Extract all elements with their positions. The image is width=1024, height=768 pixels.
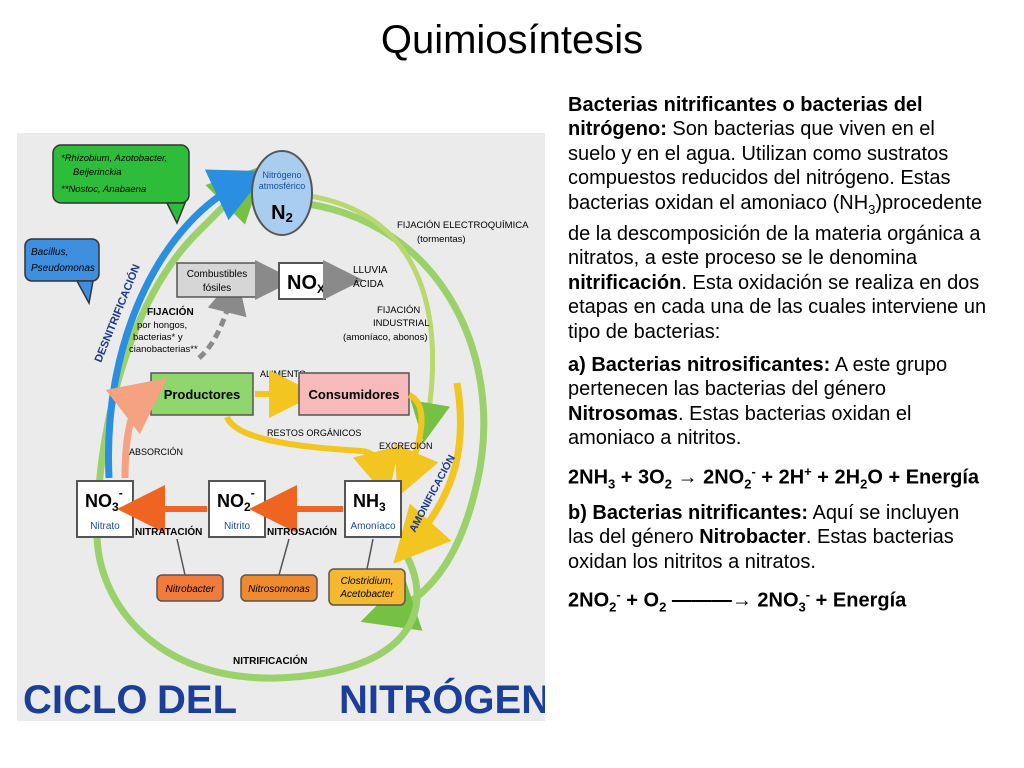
body-text: Bacterias nitrificantes o bacterias del … bbox=[568, 93, 988, 629]
no2-sup: - bbox=[251, 486, 255, 500]
clostridium-2: Acetobacter bbox=[339, 589, 394, 600]
excrecion-label: EXCRECIÓN bbox=[379, 441, 433, 451]
ciclo-title-2: DEL bbox=[157, 678, 237, 721]
restos-label: RESTOS ORGÁNICOS bbox=[267, 428, 361, 438]
no3-formula: NO bbox=[85, 491, 112, 511]
nitrogen-cycle-diagram: Nitrógeno atmosférico N2 *Rhizobium, Azo… bbox=[17, 133, 581, 722]
nh3-label: Amoníaco bbox=[350, 521, 395, 532]
nitrosacion-label: NITROSACIÓN bbox=[267, 525, 337, 538]
consumidores-box bbox=[298, 372, 410, 416]
paragraph-nitrosificantes: a) Bacterias nitrosificantes: A este gru… bbox=[568, 354, 948, 450]
fijacion-gray-arrow bbox=[197, 273, 247, 360]
no3-sup: - bbox=[119, 486, 123, 500]
svg-text:NOX: NOX bbox=[287, 272, 325, 296]
combustibles-2: fósiles bbox=[203, 283, 231, 294]
no2-sub: 2 bbox=[244, 500, 251, 514]
equation-1: 2NH3 + 3O2 → 2NO2- + 2H+ + 2H2O + Energí… bbox=[568, 463, 980, 492]
fij-electro-1: FIJACIÓN ELECTROQUÍMICA bbox=[397, 220, 529, 231]
fijacion-3: bacterias* y bbox=[133, 332, 183, 343]
green-note-1: *Rhizobium, Azotobacter, bbox=[61, 153, 167, 164]
n2-sub: 2 bbox=[286, 210, 293, 225]
no2-label: Nitrito bbox=[224, 521, 251, 532]
equation-2: 2NO2- + O2 ———→ 2NO3- + Energía bbox=[568, 586, 907, 615]
no3-sub: 3 bbox=[112, 500, 119, 514]
lluvia-2: ÁCIDA bbox=[353, 277, 384, 290]
nox-formula: NO bbox=[287, 272, 317, 294]
svg-text:NH3: NH3 bbox=[353, 491, 386, 514]
absorcion-label: ABSORCIÓN bbox=[129, 447, 183, 457]
fij-electro-2: (tormentas) bbox=[417, 234, 466, 245]
slide-title: Quimiosíntesis bbox=[380, 18, 644, 62]
nh3-formula: NH bbox=[353, 491, 379, 511]
no3-label: Nitrato bbox=[90, 521, 120, 532]
fij-ind-1: FIJACIÓN bbox=[377, 305, 420, 316]
nitrobacter-box bbox=[156, 574, 224, 602]
no2-formula: NO bbox=[217, 491, 244, 511]
amonificacion-arrow bbox=[393, 382, 465, 564]
n2-formula: N bbox=[271, 202, 285, 224]
fij-ind-3: (amoníaco, abonos) bbox=[343, 332, 428, 343]
green-note-2: Beijerinckia bbox=[73, 167, 122, 178]
fijacion-1: FIJACIÓN bbox=[147, 305, 194, 318]
nh3-sub: 3 bbox=[379, 500, 386, 514]
svg-text:N2: N2 bbox=[271, 202, 293, 225]
productores-label: Productores bbox=[164, 387, 241, 402]
nox-sub: X bbox=[317, 282, 325, 296]
fijacion-2: por hongos, bbox=[137, 320, 187, 331]
consumidores-label: Consumidores bbox=[308, 387, 399, 402]
blue-note-2: Pseudomonas bbox=[31, 263, 95, 274]
ciclo-title-1: CICLO bbox=[23, 678, 147, 721]
combustibles-1: Combustibles bbox=[187, 269, 248, 280]
combustibles-box bbox=[176, 262, 258, 298]
paragraph-intro: Bacterias nitrificantes o bacterias del … bbox=[568, 94, 987, 343]
fijacion-4: cianobacterias** bbox=[129, 344, 198, 355]
n2-label-1: Nitrógeno bbox=[262, 170, 301, 180]
paragraph-nitrificantes: b) Bacterias nitrificantes: Aquí se incl… bbox=[568, 501, 960, 573]
nitratacion-label: NITRATACIÓN bbox=[135, 525, 202, 538]
blue-note bbox=[24, 238, 100, 282]
ciclo-title-3: NITRÓGENO bbox=[339, 676, 545, 721]
nitrificacion-label: NITRIFICACIÓN bbox=[233, 654, 307, 667]
fijacion-industrial-arrow bbox=[278, 190, 451, 443]
lluvia-1: LLUVIA bbox=[353, 265, 388, 276]
nh3-box bbox=[344, 480, 402, 538]
nitrosomonas-label: Nitrosomonas bbox=[248, 584, 310, 595]
nitrogen-cycle-svg: Nitrógeno atmosférico N2 *Rhizobium, Azo… bbox=[23, 144, 581, 722]
green-note-3: **Nostoc, Anabaena bbox=[61, 184, 146, 195]
productores-box bbox=[150, 372, 254, 416]
blue-note-1: Bacillus, bbox=[31, 247, 68, 258]
fij-ind-2: INDUSTRIAL bbox=[373, 318, 429, 329]
clostridium-1: Clostridium, bbox=[341, 576, 394, 587]
n2-node bbox=[251, 150, 313, 236]
nitrification-arc bbox=[93, 165, 421, 682]
green-note bbox=[52, 144, 190, 204]
n2-label-2: atmosférico bbox=[259, 181, 306, 191]
nitrobacter-label: Nitrobacter bbox=[166, 584, 216, 595]
